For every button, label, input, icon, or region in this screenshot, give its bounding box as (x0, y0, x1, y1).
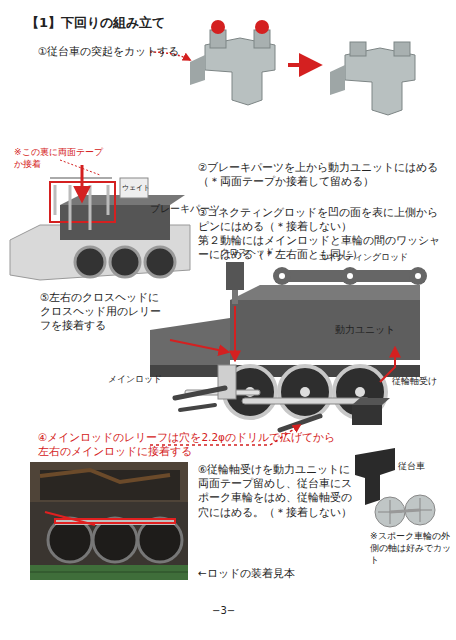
instruction-label: コネクティングロッド (318, 252, 428, 263)
node-text: ウェイト (122, 183, 150, 193)
crosshead-part (226, 262, 244, 304)
arrow (170, 340, 228, 352)
arrow (234, 306, 236, 360)
power-unit (150, 285, 420, 418)
instruction-label: ※この裏に両面テープか接着 (14, 146, 106, 170)
main-rod-part (175, 388, 320, 430)
section-title: 【1】下回りの組み立て (26, 14, 165, 32)
instruction-label: −3− (212, 604, 235, 618)
instruction-label: ⑥従輪軸受けを動力ユニットに両面テープ留めし、従台車にスポーク車輪をはめ、従輪軸… (198, 462, 358, 519)
instruction-label: ④メインロッドのレリーフは穴を2.2φのドリルで広げてから左右のメインロッドに接… (38, 430, 338, 458)
trailing-bearing (352, 398, 390, 425)
instruction-label: 動力ユニット (335, 323, 415, 337)
instruction-label: ←ロッドの装着見本 (198, 566, 348, 580)
instruction-label: ※スポーク車輪の外側の軸は好みでカット (370, 530, 452, 566)
spoke-wheel (375, 495, 435, 527)
truck-part-before (190, 20, 275, 105)
arrow (288, 63, 318, 67)
brake-assembly (10, 160, 190, 280)
weight-box: ウェイト (120, 178, 152, 198)
instruction-label: 従輪軸受け (392, 375, 452, 387)
trailing-truck (355, 448, 395, 505)
instruction-label: 従台車 (398, 460, 448, 472)
instruction-label: ③コネクティングロッドを凹の面を表に上側からピンにはめる（＊接着しない） (198, 205, 448, 233)
sample-photo (30, 462, 188, 580)
instruction-label: ⑤左右のクロスヘッドにクロスヘッド用のレリーフを接着する (40, 290, 165, 333)
truck-part-after (330, 42, 415, 115)
instruction-label: クロスヘッド (220, 247, 280, 258)
instruction-label: メインロッド (108, 374, 168, 385)
connecting-rod-part (273, 267, 427, 285)
instruction-label: ①従台車の突起をカットする (38, 44, 198, 58)
instruction-label: ②ブレーキパーツを上から動力ユニットにはめる（＊両面テープか接着して留める） (198, 160, 446, 188)
